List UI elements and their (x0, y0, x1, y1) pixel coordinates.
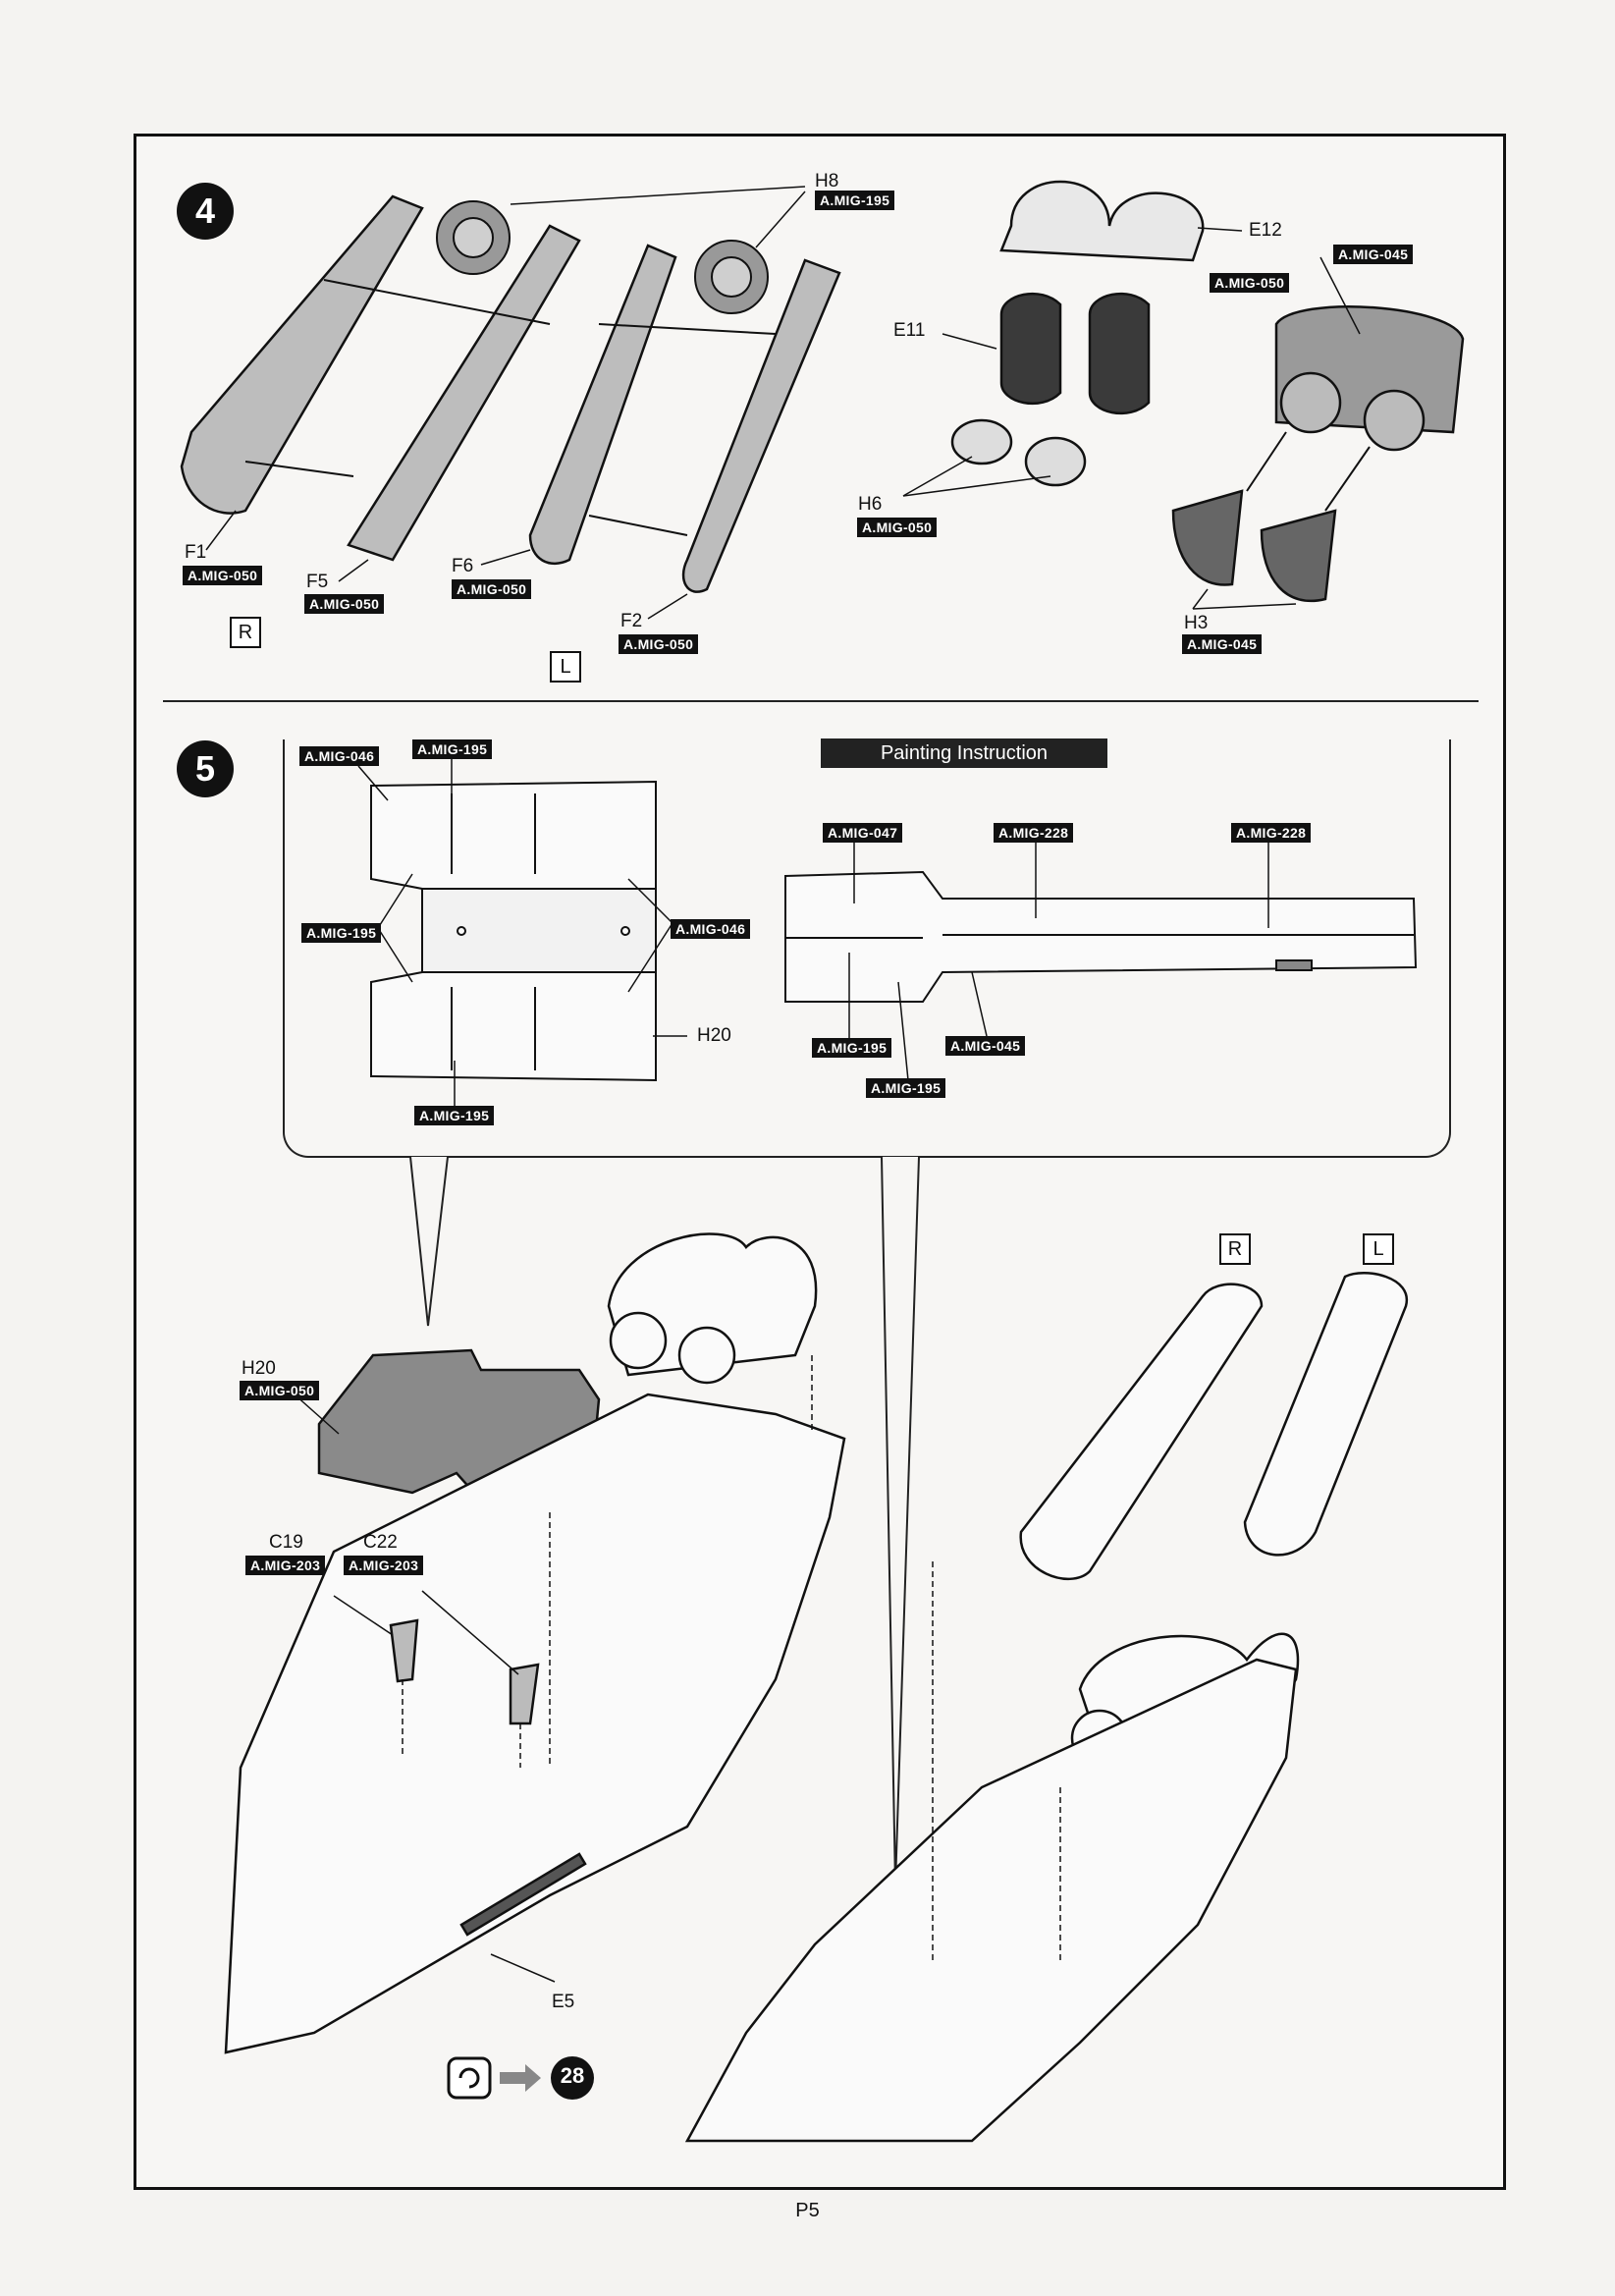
part-f1 (180, 194, 424, 515)
part-h6-left (950, 418, 1013, 465)
paint-h6: A.MIG-050 (857, 518, 938, 537)
label-f6: F6 (452, 556, 474, 576)
flip-to-step-reference: 28 (447, 2054, 604, 2102)
paint-p7: A.MIG-228 (994, 823, 1074, 843)
label-h3: H3 (1184, 613, 1209, 633)
duct-right (1019, 1283, 1264, 1581)
painting-callout-box (283, 739, 1451, 1158)
part-e12 (999, 180, 1205, 262)
painting-instruction-title: Painting Instruction (821, 738, 1107, 768)
paint-p1: A.MIG-046 (299, 746, 380, 766)
paint-f1: A.MIG-050 (183, 566, 263, 585)
side-right-marker: R (230, 617, 261, 648)
label-h6: H6 (858, 494, 883, 515)
page-number: P5 (795, 2200, 820, 2221)
label-f5: F5 (306, 572, 329, 592)
paint-p2: A.MIG-195 (412, 739, 493, 759)
part-e5 (459, 1852, 587, 1937)
duct-right-marker: R (1219, 1233, 1251, 1265)
goto-step-number: 28 (560, 2063, 585, 2088)
part-h6-right (1024, 436, 1087, 487)
part-h3-right (1260, 509, 1337, 603)
side-left-marker: L (550, 651, 581, 683)
label-e12: E12 (1249, 220, 1282, 241)
paint-e11-interior: A.MIG-050 (1210, 273, 1290, 293)
label-e11: E11 (893, 320, 926, 341)
step-5-badge: 5 (177, 740, 234, 797)
label-h20-detail: H20 (697, 1025, 731, 1046)
duct-left-marker: L (1363, 1233, 1394, 1265)
paint-p9: A.MIG-195 (812, 1038, 892, 1058)
paint-p10: A.MIG-045 (945, 1036, 1026, 1056)
fuselage-left-half (224, 1393, 846, 2054)
arrow-right-icon (500, 2064, 541, 2092)
paint-f6: A.MIG-050 (452, 579, 532, 599)
paint-p8: A.MIG-228 (1231, 823, 1312, 843)
label-e5: E5 (552, 1992, 575, 2012)
duct-left (1243, 1272, 1409, 1557)
paint-h3: A.MIG-045 (1182, 634, 1263, 654)
paint-f2: A.MIG-050 (619, 634, 699, 654)
label-f2: F2 (620, 611, 643, 631)
part-c22 (509, 1663, 540, 1725)
rotate-icon (447, 2056, 492, 2100)
step-divider (163, 700, 1479, 702)
label-h8: H8 (815, 171, 839, 191)
label-c22: C22 (363, 1532, 398, 1553)
part-f5 (347, 224, 581, 562)
paint-p3: A.MIG-195 (301, 923, 382, 943)
paint-p11: A.MIG-195 (866, 1078, 946, 1098)
paint-c22: A.MIG-203 (344, 1556, 424, 1575)
paint-engine: A.MIG-045 (1333, 245, 1414, 264)
detail-fuselage-floor (784, 870, 1418, 1003)
part-h3-left (1171, 489, 1244, 586)
fuselage-assembled (684, 1658, 1298, 2143)
paint-c19: A.MIG-203 (245, 1556, 326, 1575)
label-h20: H20 (242, 1358, 276, 1379)
paint-p5: A.MIG-195 (414, 1106, 495, 1125)
part-f2 (681, 258, 841, 593)
label-c19: C19 (269, 1532, 303, 1553)
part-e11 (999, 292, 1062, 406)
paint-f5: A.MIG-050 (304, 594, 385, 614)
part-c19 (389, 1618, 419, 1683)
paint-p6: A.MIG-047 (823, 823, 903, 843)
step-4-badge: 4 (177, 183, 234, 240)
label-f1: F1 (185, 542, 207, 563)
paint-p4: A.MIG-046 (671, 919, 751, 939)
paint-h20: A.MIG-050 (240, 1381, 320, 1400)
paint-h8: A.MIG-195 (815, 191, 895, 210)
part-f6 (528, 244, 677, 566)
